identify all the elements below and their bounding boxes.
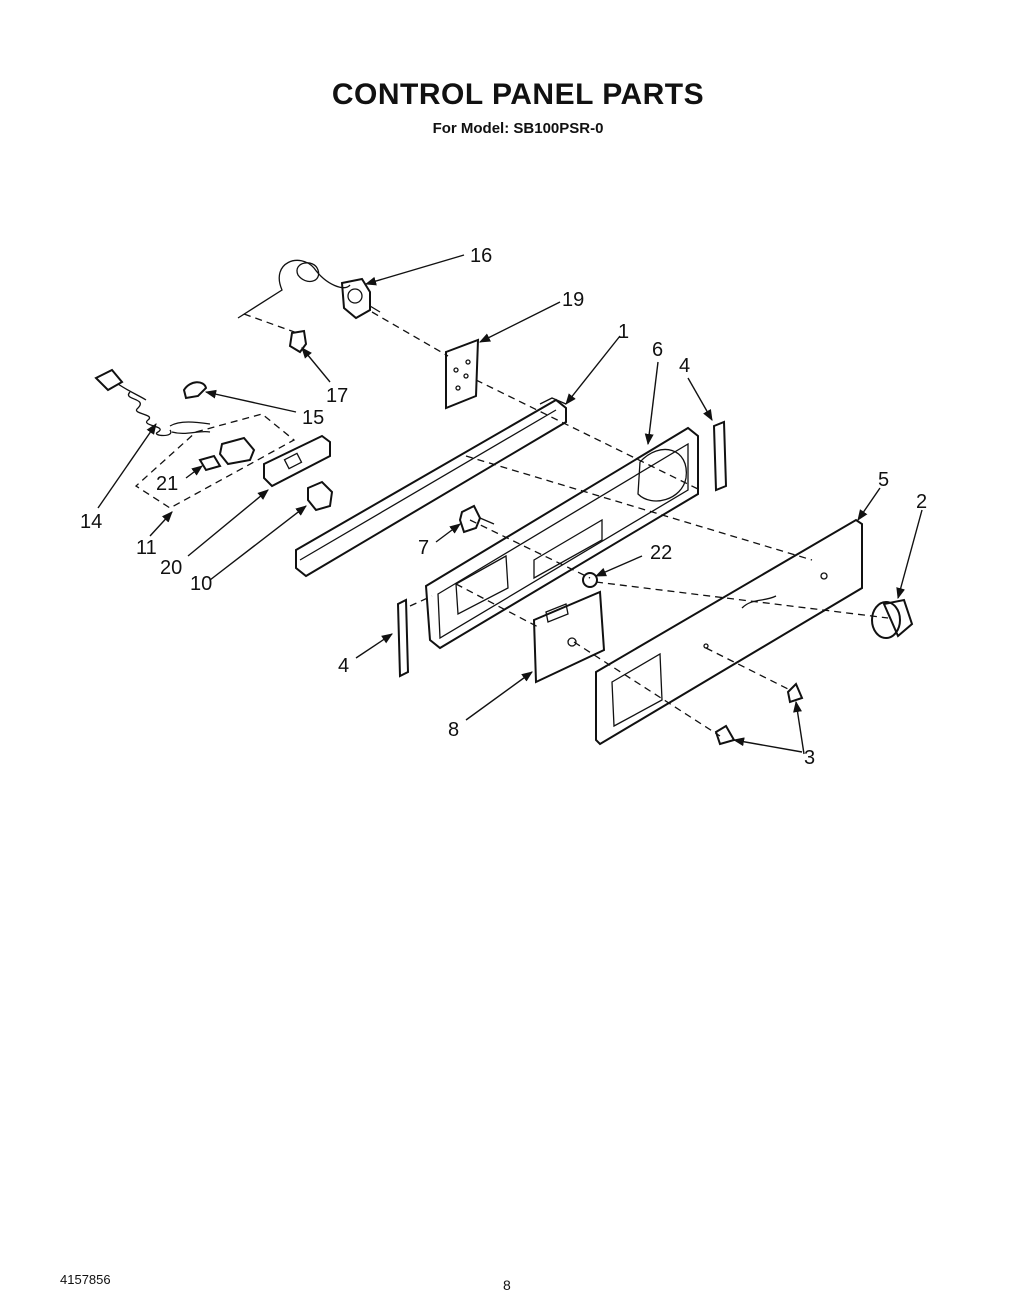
part-4-end-strip-left (396, 598, 410, 678)
document-number: 4157856 (60, 1272, 111, 1287)
part-11-terminal-block-assembly (134, 413, 334, 512)
callout-2: 2 (916, 491, 927, 513)
callout-19: 19 (562, 289, 584, 311)
callout-4-right: 4 (679, 355, 690, 377)
part-7-switch (458, 504, 495, 534)
callout-16: 16 (470, 245, 492, 267)
part-22-shaft-bushing (582, 572, 598, 588)
part-1-console-rail (295, 397, 567, 578)
callout-7: 7 (418, 537, 429, 559)
leader-arrows (97, 254, 923, 755)
callout-22: 22 (650, 542, 672, 564)
callout-20: 20 (160, 557, 182, 579)
callout-15: 15 (302, 407, 324, 429)
part-3-buttons (714, 682, 804, 746)
model-subtitle: For Model: SB100PSR-0 (432, 120, 604, 137)
part-16-timer-motor (237, 259, 381, 320)
part-2-knob (871, 598, 914, 639)
callout-4-left: 4 (338, 655, 349, 677)
part-4-end-strip-right (712, 420, 728, 492)
callout-11: 11 (136, 537, 157, 559)
callout-3: 3 (804, 747, 815, 769)
part-14-power-cord (94, 368, 211, 437)
callout-17: 17 (326, 385, 348, 407)
part-15-clamp (182, 381, 208, 400)
part-19-mounting-plate (445, 338, 480, 410)
part-5-control-panel-overlay (595, 518, 863, 746)
part-8-circuit-board (532, 590, 606, 684)
callout-14: 14 (80, 511, 102, 533)
page-number: 8 (503, 1277, 511, 1293)
callout-6: 6 (652, 339, 663, 361)
alignment-lines (243, 311, 889, 737)
callout-10: 10 (190, 573, 212, 595)
callout-21: 21 (156, 473, 178, 495)
callout-8: 8 (448, 719, 459, 741)
page-title: CONTROL PANEL PARTS (331, 78, 705, 111)
callout-1: 1 (618, 321, 629, 343)
part-6-control-frame (424, 426, 699, 650)
callout-5: 5 (878, 469, 889, 491)
